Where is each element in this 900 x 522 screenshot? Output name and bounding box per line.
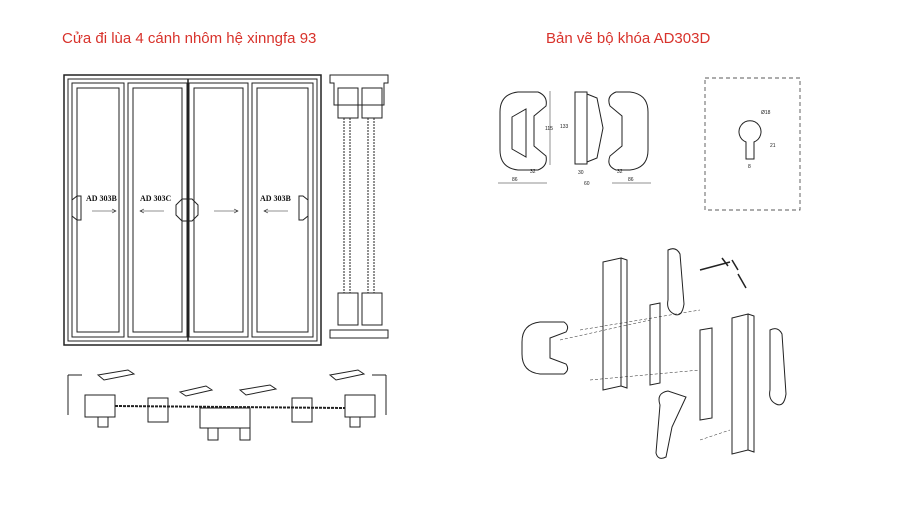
handle-back-view: 32 86	[608, 91, 651, 184]
door-label: AD 303B	[86, 194, 118, 203]
dim-label: 86	[628, 177, 634, 183]
dim-label: 21	[770, 143, 776, 149]
right-title: Bản vẽ bộ khóa AD303D	[546, 30, 711, 47]
vertical-section	[329, 74, 389, 339]
door-label: AD 303B	[260, 194, 292, 203]
door-elevation: AD 303B AD 303C AD 303B	[63, 74, 322, 346]
dim-label: 32	[617, 169, 623, 175]
dim-label: 30	[578, 170, 584, 176]
dim-label: 8	[748, 164, 751, 170]
dim-label: 32	[530, 169, 536, 175]
dim-label: 115	[545, 126, 553, 132]
left-title: Cửa đi lùa 4 cánh nhôm hệ xinngfa 93	[62, 30, 317, 47]
dim-label: Ø18	[761, 110, 771, 116]
dim-label: 86	[512, 177, 518, 183]
exploded-assembly	[521, 248, 787, 459]
handle-side-view: 115 133 30 60	[545, 91, 604, 187]
keyhole-cutout: Ø18 21 8	[704, 77, 801, 211]
door-label: AD 303C	[140, 194, 172, 203]
dim-label: 60	[584, 181, 590, 187]
dim-label: 133	[560, 124, 569, 130]
handle-front-view: 86 32	[498, 91, 547, 184]
plan-section	[67, 369, 387, 441]
